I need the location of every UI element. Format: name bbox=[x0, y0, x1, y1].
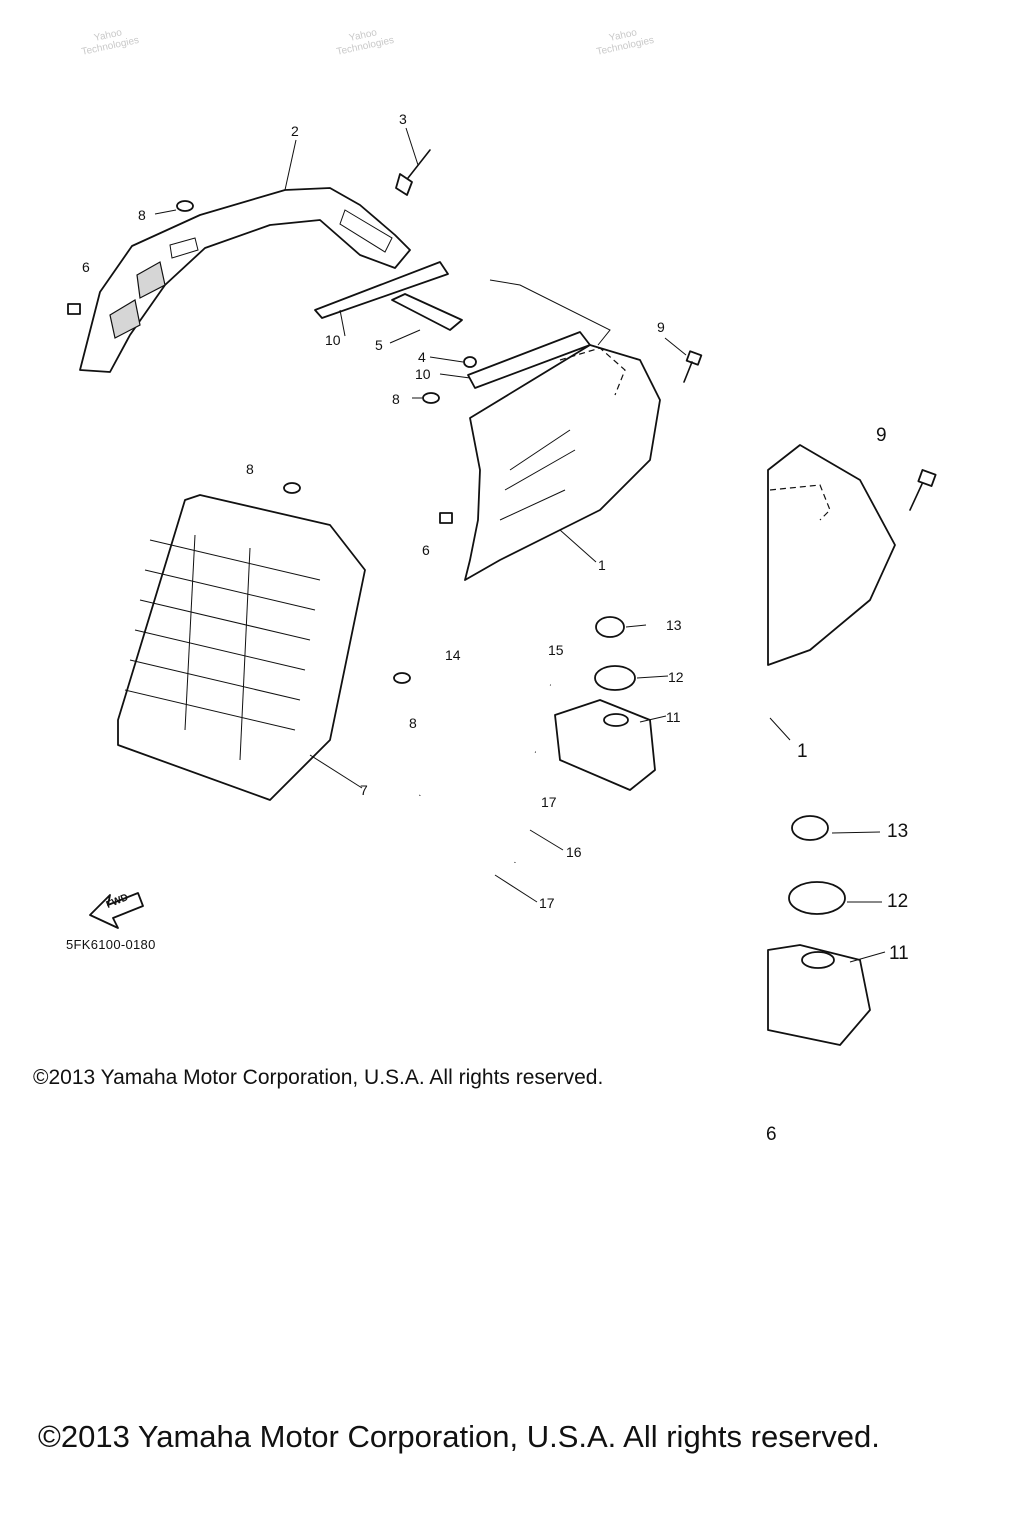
callout-15: 15 bbox=[548, 642, 564, 658]
copyright-notice-small: ©2013 Yamaha Motor Corporation, U.S.A. A… bbox=[33, 1066, 604, 1089]
callout-8: 8 bbox=[409, 715, 417, 731]
zoom-callout-12: 12 bbox=[887, 891, 909, 912]
callout-2: 2 bbox=[291, 123, 299, 139]
callout-14: 14 bbox=[445, 647, 461, 663]
callout-13: 13 bbox=[666, 617, 682, 633]
zoom-callout-1: 1 bbox=[797, 741, 808, 762]
callout-9: 9 bbox=[657, 319, 665, 335]
part-13-cap bbox=[595, 616, 625, 638]
callout-7: 7 bbox=[360, 782, 368, 798]
part-1-shroud bbox=[464, 279, 661, 581]
part-12-seal bbox=[594, 665, 636, 691]
part-9-bolt bbox=[683, 350, 703, 383]
callout-8: 8 bbox=[392, 391, 400, 407]
callout-6: 6 bbox=[82, 259, 90, 275]
part-8-screws bbox=[176, 200, 440, 684]
zoom-callout-13: 13 bbox=[887, 821, 909, 842]
part-7-grille bbox=[117, 494, 366, 801]
part-11-tank bbox=[554, 699, 656, 791]
callout-5: 5 bbox=[375, 337, 383, 353]
callout-12: 12 bbox=[668, 669, 684, 685]
zoom-panel bbox=[767, 444, 937, 1046]
callout-8: 8 bbox=[138, 207, 146, 223]
leader-lines bbox=[154, 127, 687, 903]
callout-1: 1 bbox=[598, 557, 606, 573]
part-4-nut bbox=[463, 356, 477, 368]
part-2-stay bbox=[79, 187, 411, 373]
hoses bbox=[417, 681, 551, 863]
callout-16: 16 bbox=[566, 844, 582, 860]
callout-17: 17 bbox=[539, 895, 555, 911]
zoom-callout-9: 9 bbox=[876, 425, 887, 446]
callout-3: 3 bbox=[399, 111, 407, 127]
callout-17: 17 bbox=[541, 794, 557, 810]
copyright-notice-large: ©2013 Yamaha Motor Corporation, U.S.A. A… bbox=[38, 1419, 880, 1454]
callout-10: 10 bbox=[415, 366, 431, 382]
part-3-rivet bbox=[395, 149, 431, 196]
part-6-clips bbox=[67, 303, 453, 524]
fwd-arrow-icon bbox=[89, 892, 144, 929]
part-code: 5FK6100-0180 bbox=[66, 937, 156, 952]
callout-8: 8 bbox=[246, 461, 254, 477]
part-5-pad bbox=[391, 293, 463, 331]
callout-4: 4 bbox=[418, 349, 426, 365]
zoom-callout-6: 6 bbox=[766, 1124, 777, 1145]
callout-11: 11 bbox=[666, 709, 681, 725]
callout-10: 10 bbox=[325, 332, 341, 348]
callout-6: 6 bbox=[422, 542, 430, 558]
part-10a-seal bbox=[314, 261, 449, 319]
zoom-callout-11: 11 bbox=[889, 943, 909, 964]
